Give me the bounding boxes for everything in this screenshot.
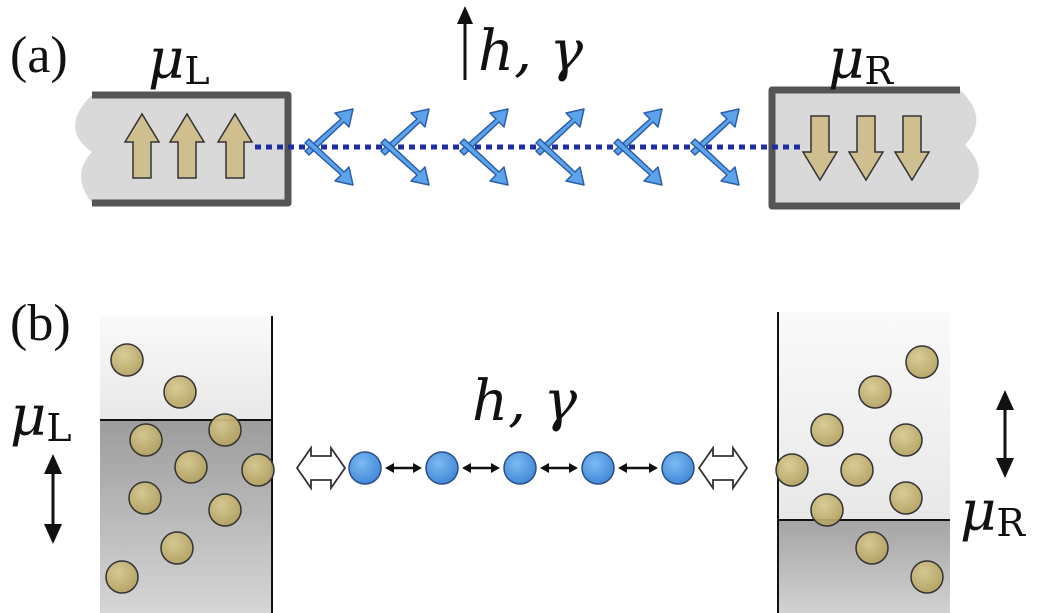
lattice-site — [425, 451, 459, 485]
particle — [889, 423, 923, 457]
reservoir-particles — [105, 343, 944, 594]
particle — [128, 481, 162, 515]
spin-icon — [535, 108, 585, 186]
particle — [208, 493, 242, 527]
panel-a-label: (a) — [10, 27, 68, 84]
particle — [905, 345, 939, 379]
up-arrow-icon — [216, 112, 254, 179]
particle — [129, 423, 163, 457]
field-label-b: h, γ — [472, 369, 578, 434]
up-arrow-icon — [123, 112, 161, 179]
particle — [810, 493, 844, 527]
right-lead — [768, 86, 979, 210]
particle — [110, 343, 144, 377]
down-arrow-icon — [893, 115, 931, 182]
left-mu-adjust-icon — [44, 454, 62, 544]
hopping-arrow-icon — [618, 463, 658, 473]
particle — [208, 413, 242, 447]
particle — [160, 531, 194, 565]
spin-icon — [459, 108, 509, 186]
lattice-site — [581, 451, 615, 485]
field-label-a: h, γ — [478, 19, 584, 84]
right-mu-adjust-icon — [996, 390, 1014, 478]
particle — [241, 453, 275, 487]
panel-b: (b) μL μR h, γ — [10, 295, 1026, 613]
spin-chain — [304, 108, 740, 186]
down-arrow-icon — [801, 115, 839, 182]
panel-b-label: (b) — [10, 295, 71, 352]
particle — [775, 453, 809, 487]
hopping-arrow-icon — [540, 463, 578, 473]
field-up-arrow-icon — [457, 6, 473, 80]
mu-left-label: μL — [148, 27, 210, 93]
site-chain — [295, 445, 749, 491]
reservoir-coupling-right-icon — [697, 445, 749, 491]
particle — [174, 450, 208, 484]
spin-icon — [613, 108, 663, 186]
particle — [840, 453, 874, 487]
panel-a: (a) — [10, 6, 979, 210]
particle — [910, 560, 944, 594]
spin-icon — [690, 108, 740, 186]
spin-icon — [380, 108, 430, 186]
up-arrow-icon — [168, 112, 206, 179]
mu-right-label: μR — [828, 27, 894, 93]
particle — [810, 413, 844, 447]
particle — [889, 481, 923, 515]
mu-right-label-b: μR — [960, 479, 1026, 545]
reservoir-coupling-left-icon — [295, 445, 347, 491]
mu-left-label-b: μL — [10, 384, 72, 450]
hopping-arrow-icon — [385, 463, 422, 473]
particle — [163, 375, 197, 409]
spin-icon — [304, 108, 354, 186]
lattice-site — [503, 451, 537, 485]
particle — [855, 531, 889, 565]
particle — [105, 560, 139, 594]
down-arrow-icon — [847, 115, 885, 182]
lattice-site — [661, 451, 695, 485]
particle — [858, 375, 892, 409]
hopping-arrow-icon — [462, 463, 500, 473]
lattice-site — [348, 451, 382, 485]
